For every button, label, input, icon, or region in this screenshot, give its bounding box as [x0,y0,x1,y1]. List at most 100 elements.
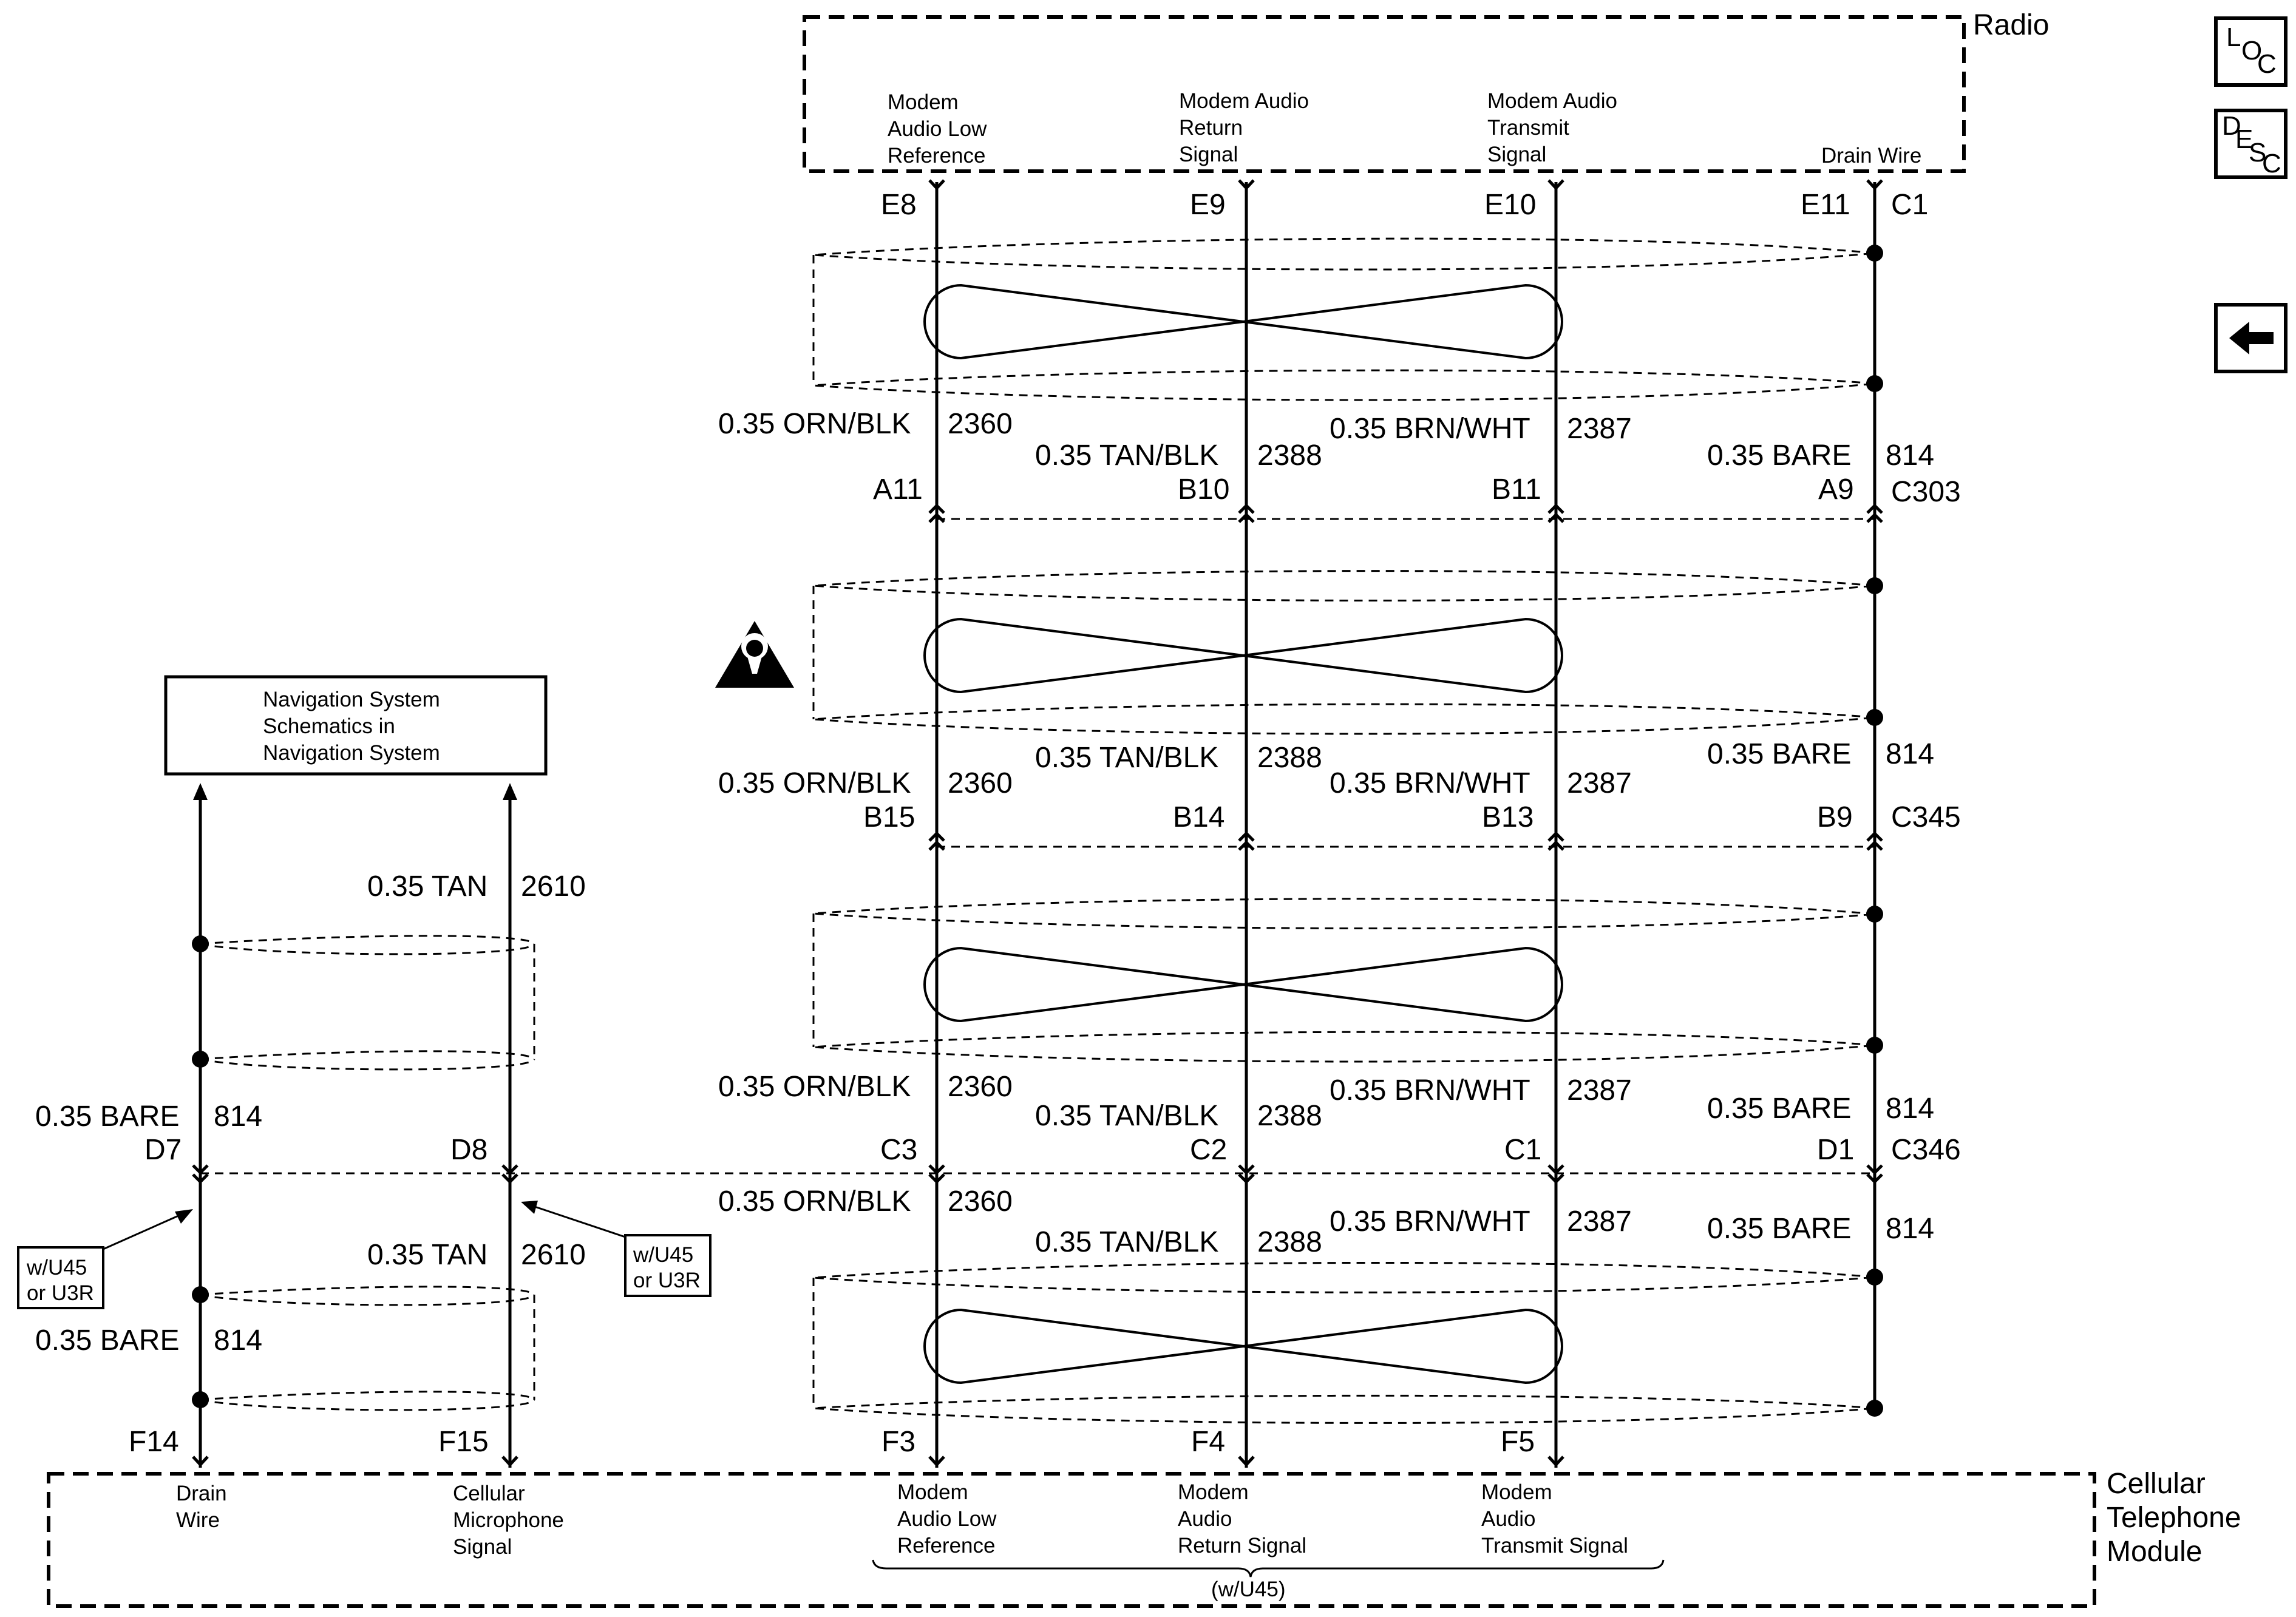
svg-text:Transmit Signal: Transmit Signal [1481,1534,1628,1558]
svg-text:2388: 2388 [1257,439,1322,472]
svg-text:D1: D1 [1817,1134,1854,1166]
svg-text:2388: 2388 [1257,1226,1322,1258]
shield-drain-dot [1866,245,1883,262]
main-wires [935,182,1877,1468]
svg-text:w/U45: w/U45 [633,1243,693,1267]
svg-text:Transmit: Transmit [1487,116,1569,140]
radio-pin-name-2: Modem Audio Return Signal [1179,89,1309,166]
svg-text:or U3R: or U3R [633,1269,701,1292]
shield-section-3 [812,898,1883,1063]
radio-pin-name-3: Modem Audio Transmit Signal [1487,89,1617,166]
svg-text:Audio Low: Audio Low [888,117,987,141]
svg-text:L: L [2226,22,2241,52]
svg-text:814: 814 [214,1324,262,1357]
shield-section-4 [812,1261,1883,1424]
svg-text:0.35 BARE: 0.35 BARE [1707,1213,1851,1245]
svg-text:Reference: Reference [897,1534,995,1558]
svg-text:2360: 2360 [948,1071,1013,1103]
svg-text:Audio: Audio [1481,1507,1536,1531]
svg-text:Drain: Drain [176,1482,227,1505]
svg-text:Modem: Modem [1178,1480,1249,1504]
svg-text:2387: 2387 [1567,767,1632,799]
svg-text:0.35 ORN/BLK: 0.35 ORN/BLK [718,767,911,799]
svg-text:0.35 BARE: 0.35 BARE [1707,1093,1851,1125]
desc-button[interactable]: D E S C [2214,109,2288,179]
pin-E10: E10 [1484,189,1536,221]
svg-text:F3: F3 [881,1426,915,1458]
svg-text:C1: C1 [1504,1134,1541,1166]
arrow-left-icon [2229,322,2274,354]
svg-text:A11: A11 [873,473,923,506]
svg-text:Signal: Signal [1487,143,1546,166]
svg-text:Microphone: Microphone [453,1508,564,1532]
svg-text:S: S [2249,138,2266,168]
pin-E8: E8 [881,189,917,221]
svg-text:C2: C2 [1190,1134,1227,1166]
radio-pin-name-4: Drain Wire [1821,144,1921,168]
loc-button[interactable]: L O C [2214,16,2288,87]
svg-text:Schematics in: Schematics in [263,714,395,738]
svg-text:A9: A9 [1818,473,1854,506]
svg-text:Module: Module [2107,1536,2202,1568]
pin-E9: E9 [1190,189,1226,221]
svg-text:Return Signal: Return Signal [1178,1534,1306,1558]
svg-text:Signal: Signal [1179,143,1238,166]
svg-text:0.35 TAN/BLK: 0.35 TAN/BLK [1035,439,1218,472]
loc-button-frame[interactable] [2214,16,2288,87]
svg-text:0.35 BARE: 0.35 BARE [1707,738,1851,770]
radio-label: Radio [1973,9,2049,41]
svg-text:B14: B14 [1173,801,1224,833]
desc-button-frame[interactable] [2214,109,2288,179]
svg-text:0.35 BRN/WHT: 0.35 BRN/WHT [1330,767,1530,799]
svg-text:Cellular: Cellular [453,1482,525,1505]
option-tag-2: w/U45 or U3R [521,1201,712,1297]
svg-text:Navigation System: Navigation System [263,741,440,765]
svg-text:Modem Audio: Modem Audio [1179,89,1309,113]
cellular-telephone-module: Cellular Telephone Module F14 F15 F3 F4 … [47,1426,2241,1608]
svg-text:0.35 BARE: 0.35 BARE [35,1100,179,1133]
warning-icon [715,621,794,688]
svg-text:Wire: Wire [176,1508,220,1532]
svg-text:2387: 2387 [1567,1205,1632,1238]
svg-text:814: 814 [1886,1213,1934,1245]
svg-text:C346: C346 [1891,1134,1961,1166]
svg-text:Audio Low: Audio Low [897,1507,997,1531]
svg-text:or U3R: or U3R [27,1281,94,1305]
svg-text:0.35 BARE: 0.35 BARE [35,1324,179,1357]
labels-segment-4: 0.35 ORN/BLK 2360 0.35 TAN/BLK 2388 0.35… [718,1185,1934,1258]
ctm-option-label: (w/U45) [1211,1578,1286,1601]
svg-text:0.35 TAN/BLK: 0.35 TAN/BLK [1035,1100,1218,1132]
svg-text:Modem: Modem [1481,1480,1552,1504]
arrow-up-icon [193,783,208,800]
ctm-box [47,1472,2096,1608]
svg-text:C3: C3 [880,1134,917,1166]
svg-text:0.35 ORN/BLK: 0.35 ORN/BLK [718,408,911,440]
svg-text:814: 814 [214,1100,262,1133]
svg-text:F5: F5 [1501,1426,1535,1458]
svg-text:F14: F14 [129,1426,179,1458]
svg-text:Reference: Reference [888,144,985,168]
svg-text:C303: C303 [1891,476,1961,508]
svg-text:0.35 TAN/BLK: 0.35 TAN/BLK [1035,742,1218,774]
svg-text:2388: 2388 [1257,742,1322,774]
svg-text:Audio: Audio [1178,1507,1232,1531]
svg-text:w/U45: w/U45 [26,1256,87,1280]
ctm-pin-name-3: Modem Audio Low Reference [897,1480,997,1558]
radio-pin-name-1: Modem Audio Low Reference [888,90,987,168]
svg-text:2388: 2388 [1257,1100,1322,1132]
svg-text:2387: 2387 [1567,413,1632,445]
svg-text:814: 814 [1886,439,1934,472]
ctm-pin-name-2: Cellular Microphone Signal [453,1482,564,1559]
svg-text:E: E [2235,124,2253,154]
back-button[interactable] [2214,303,2288,373]
svg-text:B9: B9 [1817,801,1853,833]
svg-text:0.35 TAN/BLK: 0.35 TAN/BLK [1035,1226,1218,1258]
option-tag-1: w/U45 or U3R [17,1209,193,1309]
labels-segment-2: 0.35 ORN/BLK 2360 0.35 TAN/BLK 2388 0.35… [718,738,1934,799]
svg-text:F15: F15 [438,1426,489,1458]
svg-text:Cellular: Cellular [2107,1468,2206,1500]
svg-text:Modem: Modem [888,90,959,114]
svg-text:0.35 BRN/WHT: 0.35 BRN/WHT [1330,1074,1530,1107]
nav-box [164,675,548,776]
svg-text:2610: 2610 [521,1239,586,1271]
